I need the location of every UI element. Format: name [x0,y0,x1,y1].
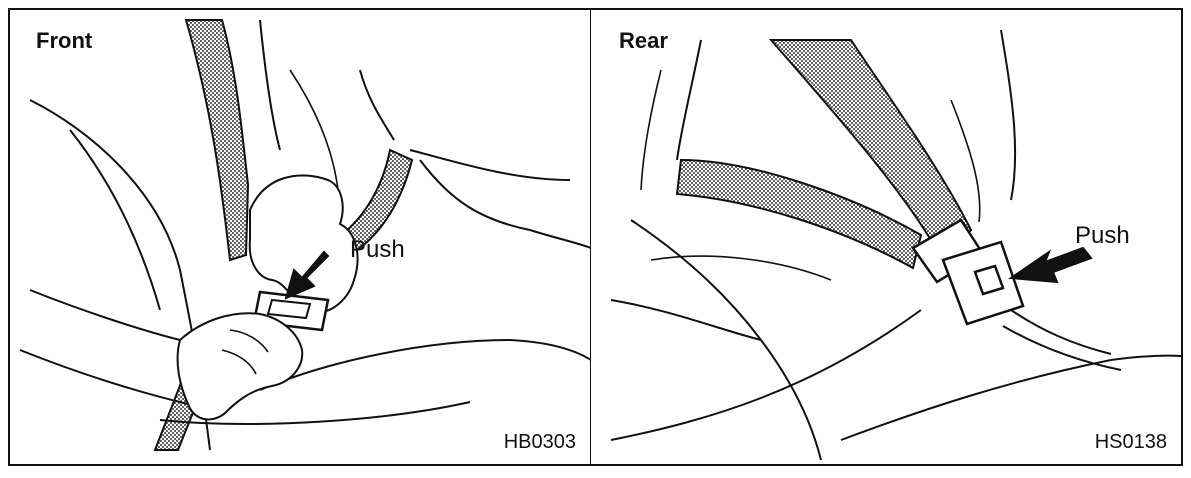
front-lower-hand [178,313,303,419]
rear-panel: Rear Push HS0138 [590,8,1183,466]
front-push-label: Push [350,236,405,264]
front-panel: Front Push HB0303 [8,8,591,466]
rear-lap-belt [677,160,921,268]
front-shoulder-belt [186,20,248,260]
front-figure-code: HB0303 [504,431,576,454]
rear-push-label: Push [1075,222,1130,250]
rear-title: Rear [619,28,668,54]
rear-figure-code: HS0138 [1095,431,1167,454]
front-title: Front [36,28,92,54]
front-illustration [10,10,591,466]
rear-push-arrow [1011,248,1091,282]
rear-body-outline [677,40,701,160]
